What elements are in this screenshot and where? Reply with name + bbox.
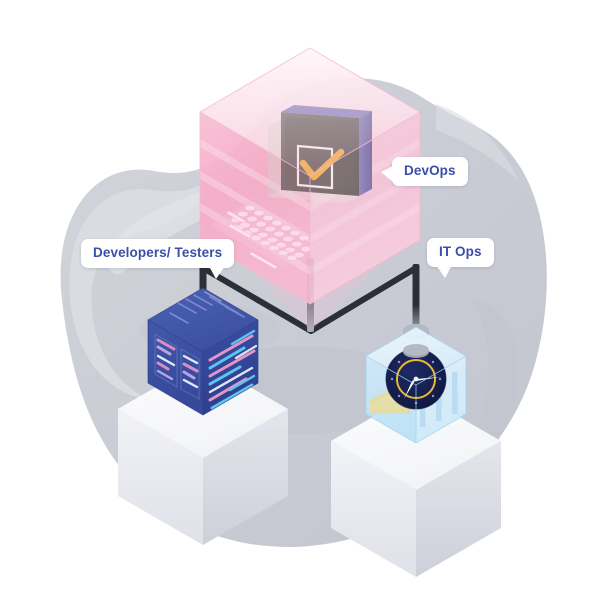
gauge-clock	[385, 344, 447, 410]
callout-devops[interactable]: DevOps	[381, 157, 468, 186]
bar-chart	[420, 366, 466, 427]
callout-tail-devops	[381, 166, 393, 182]
callout-tail-developers	[209, 265, 226, 279]
developers-cube	[147, 287, 259, 416]
keyboard	[210, 204, 316, 270]
callout-tail-itops	[436, 264, 452, 278]
callout-itops-label: IT Ops	[439, 244, 482, 259]
callout-itops[interactable]: IT Ops	[427, 238, 494, 278]
itops-cube	[365, 326, 467, 444]
callout-devops-label: DevOps	[404, 163, 456, 178]
code-right-face	[208, 329, 258, 410]
code-left-face	[154, 333, 200, 400]
callout-developers[interactable]: Developers/ Testers	[81, 239, 235, 279]
callout-developers-label: Developers/ Testers	[93, 245, 223, 260]
